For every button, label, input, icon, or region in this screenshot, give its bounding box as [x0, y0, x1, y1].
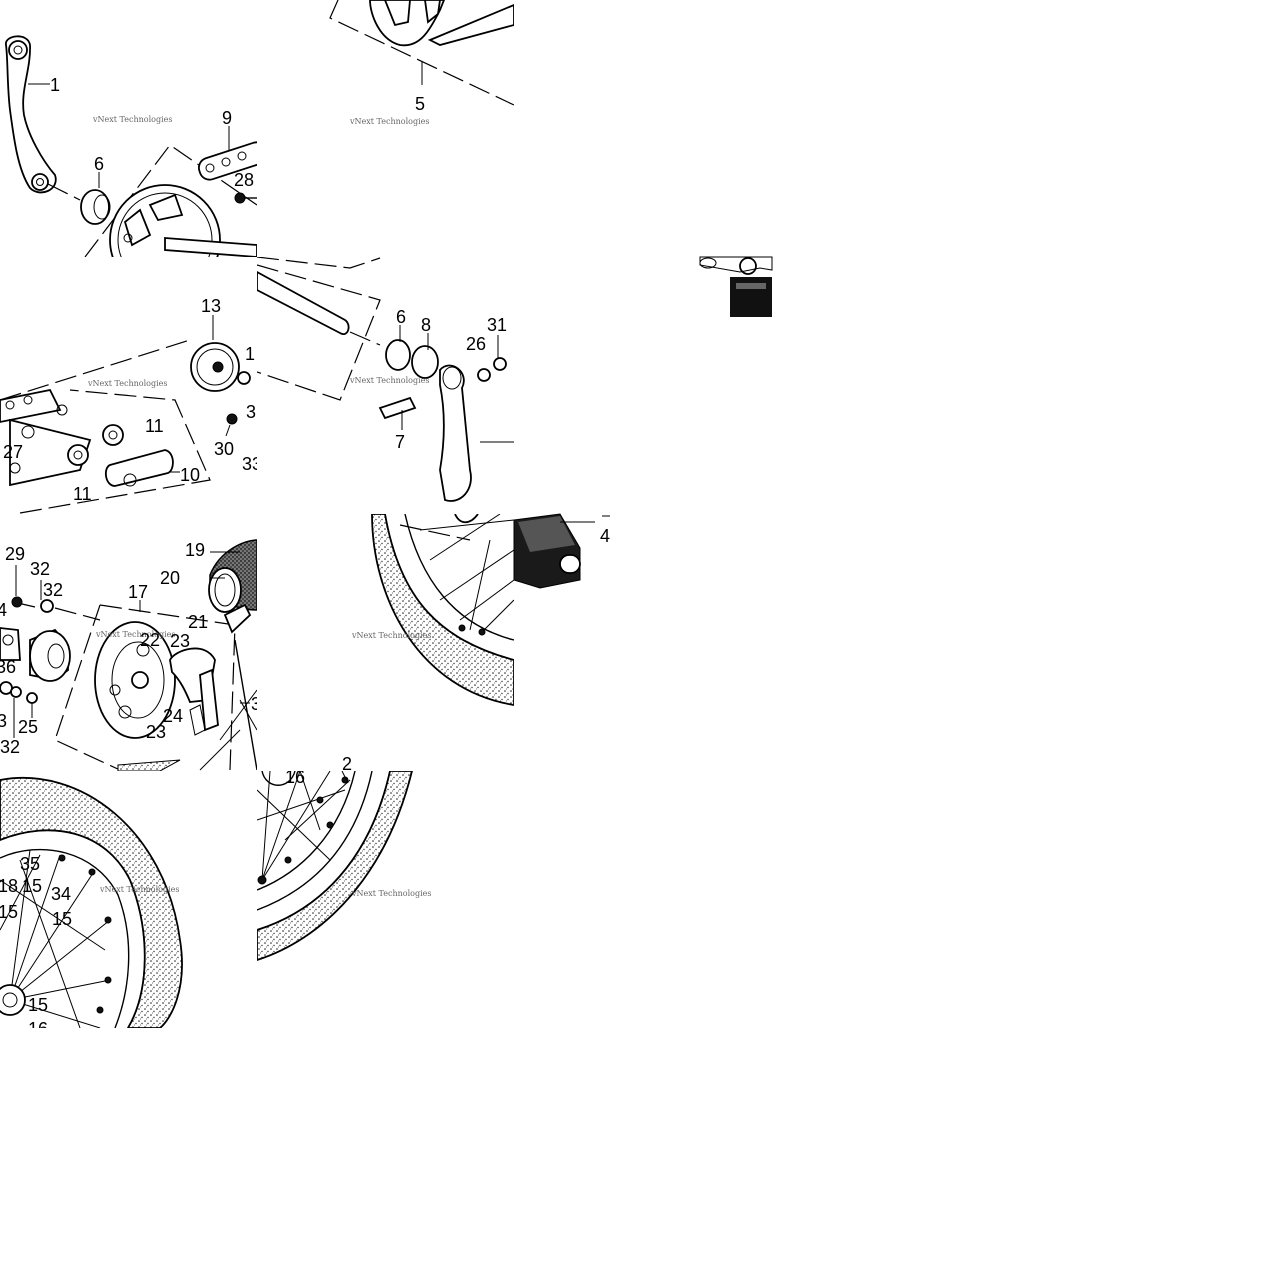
watermark: vNext Technologies: [87, 379, 167, 388]
callout-7: 7: [395, 432, 405, 452]
tile-pedal-arm: vNext Technologies 6 8 31 26 7: [257, 257, 514, 502]
callout-25: 25: [18, 717, 38, 737]
callout-11: 11: [145, 416, 164, 436]
callout-15: 15: [28, 995, 48, 1015]
adjuster-nut: [67, 444, 89, 466]
callout-29: 29: [5, 544, 25, 564]
callout-22: 22: [140, 630, 160, 650]
watermark: vNext Technologies: [95, 630, 175, 639]
callout-35: 35: [20, 854, 40, 874]
callout-2: 2: [342, 754, 352, 774]
lever-arm: [5, 35, 57, 194]
tile-rear-wheel: vNext Technologies 35 18 15 34 15 15 15 …: [0, 777, 183, 1039]
tile-adjuster: vNext Technologies 13 1 11 11 10 27 30 3…: [0, 296, 262, 514]
watermark: vNext Technologies: [349, 376, 429, 385]
callout-5: 5: [415, 94, 425, 114]
watermark: vNext Technologies: [351, 631, 431, 640]
watermark: vNext Technologies: [349, 117, 429, 126]
callout-19: 19: [185, 540, 205, 560]
callout-23: 23: [146, 722, 166, 742]
callout-13: 13: [201, 296, 221, 316]
footrest-pedal: [513, 513, 610, 589]
watermark: vNext Technologies: [92, 115, 172, 124]
watermark: vNext Technologies: [351, 889, 431, 898]
spacer: [29, 630, 71, 682]
callout-16: 16: [28, 1019, 48, 1039]
callout-32: 32: [43, 580, 63, 600]
callout-31: 31: [487, 315, 507, 335]
tile-wheel-pedal: vNext Technologies: [351, 514, 514, 706]
callout-3: 3: [251, 694, 261, 714]
callout-30: 30: [214, 439, 234, 459]
front-sprocket: [190, 342, 240, 392]
drive-chain: [198, 141, 257, 181]
adjuster-nut: [102, 424, 124, 446]
callout-15: 15: [0, 902, 18, 922]
callout-34: 34: [51, 884, 71, 904]
callout-12: 1: [245, 344, 255, 364]
callout-24: 24: [163, 706, 183, 726]
callout-20: 20: [160, 568, 180, 588]
watermark: vNext Technologies: [99, 885, 179, 894]
callout-1: 1: [50, 75, 60, 95]
callout-32: 32: [30, 559, 50, 579]
callout-4: 4: [600, 526, 610, 546]
callout-17: 17: [128, 582, 148, 602]
callout-10: 10: [180, 465, 200, 485]
callout-33: 33: [242, 454, 262, 474]
callout-9: 9: [222, 108, 232, 128]
tile-brake-assembly: vNext Technologies 29 32 32 4 36 3 32 25…: [0, 539, 261, 771]
callout-8: 8: [421, 315, 431, 335]
callout-16: 16: [285, 767, 305, 787]
callout-18: 18: [0, 876, 18, 896]
callout-15: 15: [22, 876, 42, 896]
spacer: [411, 345, 439, 379]
callout-32: 32: [0, 737, 20, 757]
callout-26: 26: [466, 334, 486, 354]
callout-11: 11: [73, 484, 92, 504]
callout-4: 4: [0, 600, 7, 620]
tile-lever-sprocket: vNext Technologies 1 6 9 28: [5, 35, 257, 257]
tile-axle-top: vNext Technologies 5: [329, 0, 514, 126]
collar: [385, 339, 411, 371]
collar: [80, 189, 110, 225]
callout-27: 27: [3, 442, 23, 462]
callout-36: 36: [0, 657, 16, 677]
brake-panel: [94, 621, 176, 739]
rear-sprocket: [109, 184, 221, 257]
callout-6: 6: [396, 307, 406, 327]
callout-15: 15: [52, 909, 72, 929]
callout-6: 6: [94, 154, 104, 174]
callout-23: 23: [170, 631, 190, 651]
callout-3: 3: [0, 711, 7, 731]
callout-28: 28: [234, 170, 254, 190]
tile-front-wheel: vNext Technologies 16: [257, 767, 431, 961]
pedal-fragment: [699, 256, 773, 317]
callout-21: 21: [188, 612, 208, 632]
callout-3: 3: [246, 402, 256, 422]
